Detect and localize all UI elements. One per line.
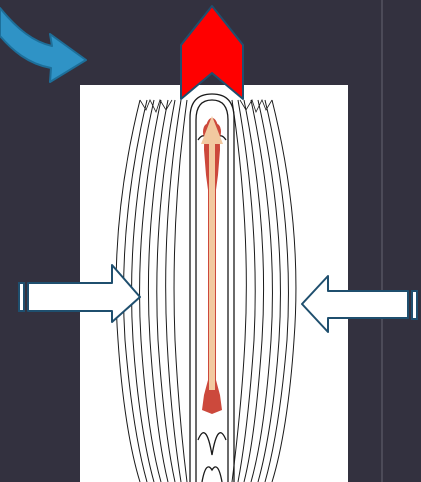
- arrow-left-icon: [302, 276, 417, 332]
- curved-arrow-icon: [0, 8, 86, 82]
